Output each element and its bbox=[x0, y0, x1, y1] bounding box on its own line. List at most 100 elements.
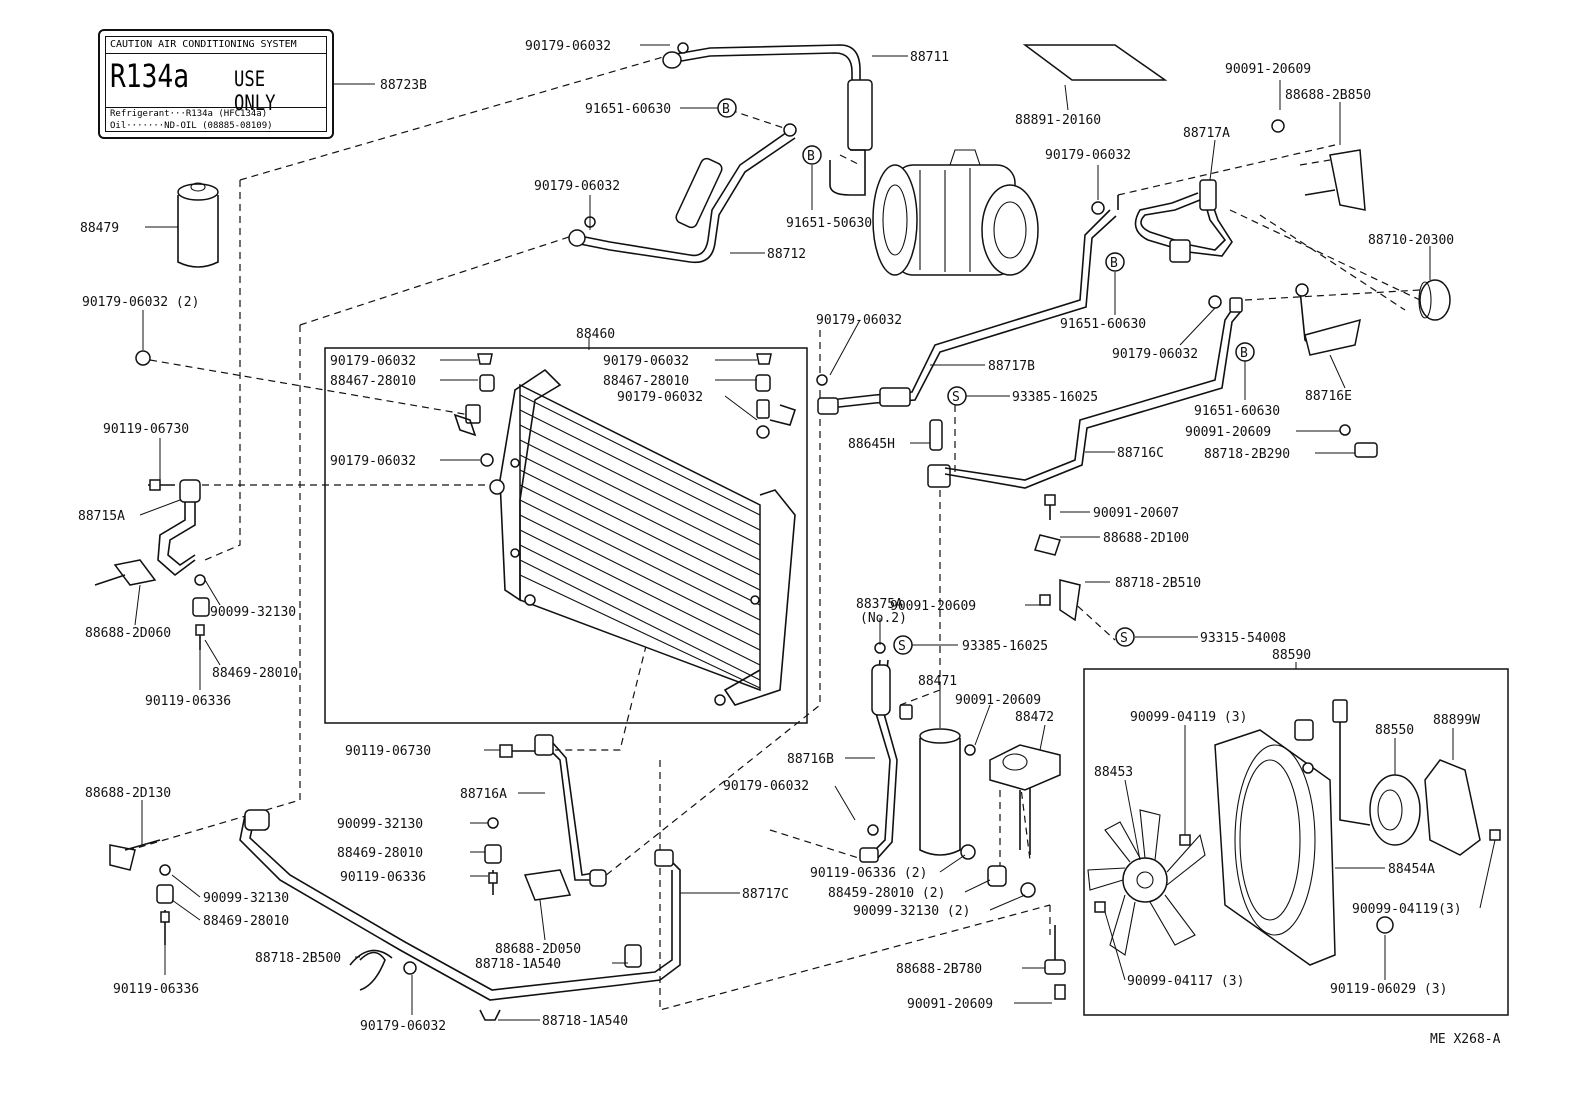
label-88479: 88479 bbox=[80, 221, 119, 236]
label-88375A: 88375A bbox=[856, 597, 903, 612]
label-88469-28010-b: 88469-28010 bbox=[337, 846, 423, 861]
label-88716E: 88716E bbox=[1305, 389, 1352, 404]
fan-motor-88550 bbox=[1332, 699, 1421, 846]
label-88716C: 88716C bbox=[1117, 446, 1164, 461]
label-90119-06730-b: 90119-06730 bbox=[345, 744, 431, 759]
label-88718-2B500: 88718-2B500 bbox=[255, 951, 341, 966]
label-90119-06029: 90119-06029 (3) bbox=[1330, 982, 1447, 997]
label-90091-20609-a: 90091-20609 bbox=[1185, 425, 1271, 440]
label-88454A: 88454A bbox=[1388, 862, 1435, 877]
pipe-88716B bbox=[859, 642, 913, 863]
label-90119-06336-2: 90119-06336 (2) bbox=[810, 866, 927, 881]
pipe-88716A bbox=[499, 734, 607, 887]
caution-refrigerant: R134a bbox=[110, 57, 189, 95]
caution-label: CAUTION AIR CONDITIONING SYSTEM R134a US… bbox=[98, 29, 334, 139]
label-88688-2D100: 88688-2D100 bbox=[1103, 531, 1189, 546]
label-90179-06032-d: 90179-06032 bbox=[816, 313, 902, 328]
label-90179-06032-2: 90179-06032 (2) bbox=[82, 295, 199, 310]
caution-use-only: USE ONLY bbox=[234, 67, 276, 115]
label-88715A: 88715A bbox=[78, 509, 125, 524]
condenser-core bbox=[465, 368, 796, 706]
motor-plate-88899W bbox=[1424, 759, 1481, 856]
label-88718-2B510: 88718-2B510 bbox=[1115, 576, 1201, 591]
label-88723B: 88723B bbox=[380, 78, 427, 93]
label-90091-20609-tr: 90091-20609 bbox=[1225, 62, 1311, 77]
label-88688-2D060: 88688-2D060 bbox=[85, 626, 171, 641]
receiver-drier-88479 bbox=[177, 182, 219, 268]
caution-refrigerant-line: Refrigerant···R134a (HFC134a) bbox=[110, 109, 268, 119]
label-88718-1A540-b: 88718-1A540 bbox=[542, 1014, 628, 1029]
condenser-frame bbox=[324, 347, 808, 724]
label-88469-28010-a: 88469-28010 bbox=[212, 666, 298, 681]
label-88710-20300: 88710-20300 bbox=[1368, 233, 1454, 248]
label-90119-06336-c: 90119-06336 bbox=[113, 982, 199, 997]
hardware-center-low bbox=[349, 817, 642, 1021]
label-90179-06032-g: 90179-06032 bbox=[617, 390, 703, 405]
decal-88891 bbox=[1022, 44, 1168, 81]
bracket-88688-2B850 bbox=[1271, 119, 1366, 211]
label-88460: 88460 bbox=[576, 327, 615, 342]
label-88688-2D050: 88688-2D050 bbox=[495, 942, 581, 957]
symbol-b-2: B bbox=[802, 145, 822, 165]
label-90091-20609-b: 90091-20609 bbox=[890, 599, 976, 614]
caution-label-inner: CAUTION AIR CONDITIONING SYSTEM R134a US… bbox=[105, 36, 327, 132]
pipe-88716C bbox=[944, 295, 1243, 489]
label-88711: 88711 bbox=[910, 50, 949, 65]
bracket-88688-2D100 bbox=[1034, 534, 1061, 556]
bracket-88688-2D130 bbox=[109, 839, 174, 945]
label-93385-16025-a: 93385-16025 bbox=[1012, 390, 1098, 405]
label-88469-28010-c: 88469-28010 bbox=[203, 914, 289, 929]
label-91651-60630-a: 91651-60630 bbox=[585, 102, 671, 117]
label-90099-32130-b: 90099-32130 bbox=[337, 817, 423, 832]
caution-divider-2 bbox=[106, 107, 326, 108]
label-88891-20160: 88891-20160 bbox=[1015, 113, 1101, 128]
label-90179-06032-top: 90179-06032 bbox=[525, 39, 611, 54]
fan-shroud-88454A bbox=[1214, 719, 1336, 966]
caution-divider bbox=[106, 53, 326, 54]
label-88688-2B850: 88688-2B850 bbox=[1285, 88, 1371, 103]
label-90179-06032-i: 90179-06032 bbox=[723, 779, 809, 794]
symbol-b-4: B bbox=[1235, 342, 1255, 362]
label-88718-1A540-a: 88718-1A540 bbox=[475, 957, 561, 972]
label-91651-60630-b: 91651-60630 bbox=[1060, 317, 1146, 332]
label-90119-06336-a: 90119-06336 bbox=[145, 694, 231, 709]
pipe-88716E bbox=[1295, 283, 1361, 356]
label-88717C: 88717C bbox=[742, 887, 789, 902]
label-90179-06032-f: 90179-06032 bbox=[603, 354, 689, 369]
bracket-88688-2D060 bbox=[94, 559, 157, 586]
pressure-switch-88645H bbox=[927, 419, 951, 488]
label-90099-32130-2: 90099-32130 (2) bbox=[853, 904, 970, 919]
label-88899W: 88899W bbox=[1433, 713, 1480, 728]
svg-text:B: B bbox=[1240, 346, 1248, 361]
symbol-s-2: S bbox=[893, 635, 913, 655]
mount-hardware-left bbox=[135, 350, 210, 650]
label-88717B: 88717B bbox=[988, 359, 1035, 374]
label-90099-32130-c: 90099-32130 bbox=[203, 891, 289, 906]
label-93315-54008: 93315-54008 bbox=[1200, 631, 1286, 646]
symbol-s-1: S bbox=[947, 386, 967, 406]
label-88645H: 88645H bbox=[848, 437, 895, 452]
label-88472: 88472 bbox=[1015, 710, 1054, 725]
label-90119-06336-b: 90119-06336 bbox=[340, 870, 426, 885]
symbol-s-3: S bbox=[1115, 627, 1135, 647]
label-90099-04117: 90099-04117 (3) bbox=[1127, 974, 1244, 989]
svg-text:B: B bbox=[722, 102, 730, 117]
label-88471: 88471 bbox=[918, 674, 957, 689]
label-93385-16025-b: 93385-16025 bbox=[962, 639, 1048, 654]
bolt-90091-20607 bbox=[1044, 494, 1056, 520]
label-90179-06032-h: 90179-06032 bbox=[330, 454, 416, 469]
filter-88710 bbox=[1418, 279, 1451, 321]
label-88712: 88712 bbox=[767, 247, 806, 262]
fan-blade-88453 bbox=[1087, 809, 1206, 956]
receiver-88471 bbox=[919, 728, 961, 856]
label-90099-04119-a: 90099-04119 (3) bbox=[1130, 710, 1247, 725]
svg-text:S: S bbox=[1120, 631, 1128, 646]
svg-text:S: S bbox=[898, 639, 906, 654]
label-90179-06032-j: 90179-06032 bbox=[360, 1019, 446, 1034]
label-88718-2B290: 88718-2B290 bbox=[1204, 447, 1290, 462]
label-90179-06032-b: 90179-06032 bbox=[1045, 148, 1131, 163]
label-90179-06032-c: 90179-06032 bbox=[1112, 347, 1198, 362]
hose-88711 bbox=[662, 42, 873, 196]
label-91651-60630-c: 91651-60630 bbox=[1194, 404, 1280, 419]
